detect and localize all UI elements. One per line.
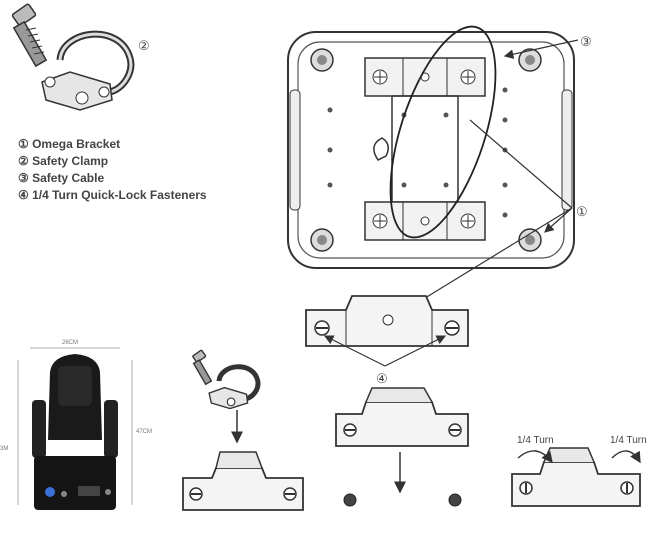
callout-3-cable: ③ bbox=[580, 34, 592, 49]
corner-foot-icon bbox=[310, 48, 542, 252]
safety-clamp-illustration bbox=[11, 3, 135, 111]
legend: ① Omega Bracket ② Safety Clamp ③ Safety … bbox=[18, 137, 207, 202]
step-clamp-into-bracket bbox=[182, 349, 304, 511]
step-bracket-onto-fixture bbox=[335, 387, 469, 507]
plate-omega-bracket-top bbox=[364, 57, 486, 97]
photo-height-label: 47CM bbox=[136, 429, 152, 435]
callout-4-fasteners: ④ bbox=[376, 371, 388, 386]
moving-head-product-photo: 26CM 3M 47CM bbox=[0, 340, 152, 510]
legend-item-safety-cable: ③ Safety Cable bbox=[18, 171, 104, 185]
photo-side-label: 3M bbox=[0, 446, 8, 452]
callout-1-bracket: ① bbox=[576, 204, 588, 219]
callout-2-clamp: ② bbox=[138, 38, 150, 53]
legend-item-safety-clamp: ② Safety Clamp bbox=[18, 154, 108, 168]
turn-arrow-right-icon bbox=[611, 450, 641, 464]
fixture-base-plate bbox=[287, 25, 575, 269]
legend-item-omega-bracket: ① Omega Bracket bbox=[18, 137, 120, 151]
legend-item-quick-lock-fasteners: ④ 1/4 Turn Quick-Lock Fasteners bbox=[18, 188, 207, 202]
turn-arrow-left-icon bbox=[517, 450, 553, 464]
step-quarter-turn-lock bbox=[511, 447, 641, 507]
clamp-bolt-icon bbox=[11, 3, 48, 68]
safety-cable-loop bbox=[389, 25, 497, 239]
turn-label-left: 1/4 Turn bbox=[517, 435, 554, 446]
turn-label-right: 1/4 Turn bbox=[610, 435, 647, 446]
photo-width-label: 26CM bbox=[62, 340, 78, 346]
omega-bracket-detail bbox=[305, 295, 469, 347]
